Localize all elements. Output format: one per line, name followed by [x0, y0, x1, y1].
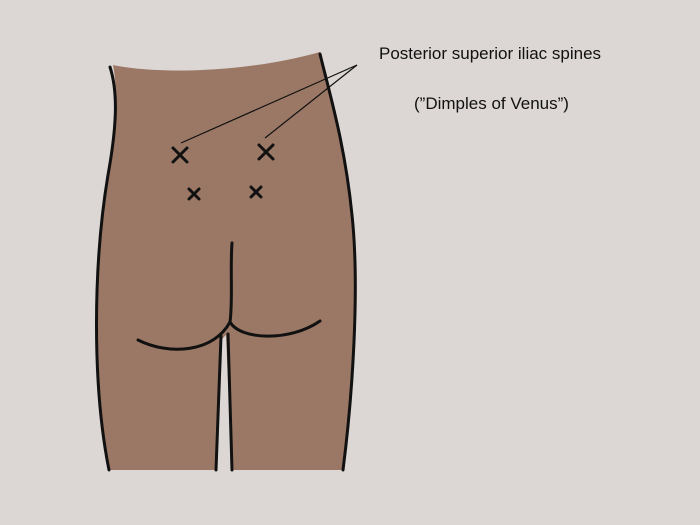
- left-gluteal-fold: [136, 320, 232, 351]
- body-silhouette: [95, 52, 356, 470]
- psis-label: Posterior superior iliac spines: [379, 44, 602, 63]
- left-lower-marker: [187, 187, 201, 201]
- right-psis-marker: [257, 143, 275, 161]
- gluteal-cleft: [228, 241, 234, 324]
- left-inner-thigh-line: [214, 334, 223, 472]
- left-psis-marker: [171, 146, 189, 164]
- dimples-of-venus-label: (”Dimples of Venus”): [414, 94, 569, 113]
- left-hip-outline: [95, 65, 117, 472]
- leader-line-right: [264, 64, 358, 139]
- leader-line-left: [180, 64, 358, 144]
- right-hip-outline: [318, 52, 357, 472]
- right-lower-marker: [249, 185, 263, 199]
- right-gluteal-fold: [228, 319, 322, 338]
- right-inner-thigh-line: [226, 332, 234, 472]
